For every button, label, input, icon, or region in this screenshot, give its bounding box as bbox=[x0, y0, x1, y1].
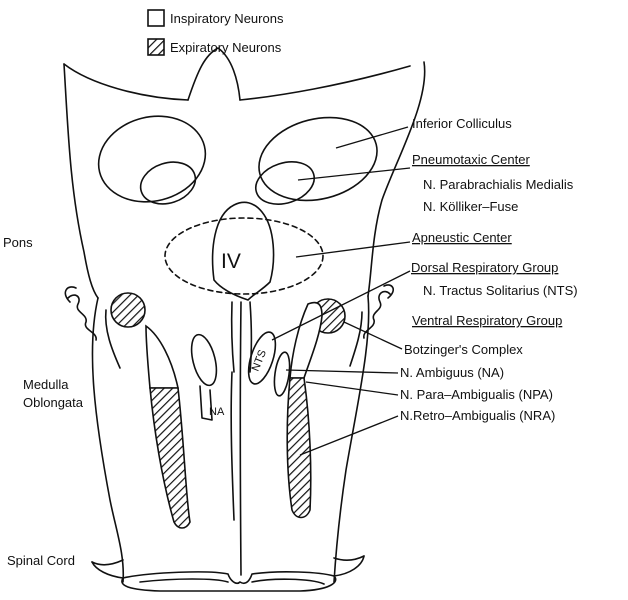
left-column-lower bbox=[150, 388, 190, 528]
left-na-oval bbox=[187, 332, 221, 388]
na-label: NA bbox=[209, 406, 225, 418]
right-pneumotaxic-oval bbox=[250, 155, 319, 212]
legend: Inspiratory Neurons Expiratory Neurons bbox=[148, 10, 284, 55]
label-ambiguus: N. Ambiguus (NA) bbox=[400, 365, 504, 380]
label-ventral-group: Ventral Respiratory Group bbox=[412, 313, 562, 328]
inferior-colliculus bbox=[89, 105, 385, 213]
label-oblongata: Oblongata bbox=[23, 395, 84, 410]
right-labels: Inferior Colliculus Pneumotaxic Center N… bbox=[400, 116, 578, 423]
label-inferior-colliculus: Inferior Colliculus bbox=[412, 116, 512, 131]
right-ventral-column bbox=[272, 299, 345, 518]
label-apneustic-center: Apneustic Center bbox=[412, 230, 512, 245]
legend-inspiratory: Inspiratory Neurons bbox=[170, 11, 284, 26]
left-column-upper bbox=[146, 326, 178, 388]
label-tractus-solitarius: N. Tractus Solitarius (NTS) bbox=[423, 283, 578, 298]
label-parabrachialis: N. Parabrachialis Medialis bbox=[423, 177, 574, 192]
right-colliculus-oval bbox=[250, 106, 386, 213]
label-dorsal-group: Dorsal Respiratory Group bbox=[411, 260, 558, 275]
label-botzinger: Botzinger's Complex bbox=[404, 342, 523, 357]
region-labels: Pons Medulla Oblongata Spinal Cord bbox=[3, 235, 84, 568]
label-medulla: Medulla bbox=[23, 377, 69, 392]
label-kolliker-fuse: N. Kölliker–Fuse bbox=[423, 199, 518, 214]
label-para-ambigualis: N. Para–Ambigualis (NPA) bbox=[400, 387, 553, 402]
legend-expiratory: Expiratory Neurons bbox=[170, 40, 282, 55]
label-retro-ambigualis: N.Retro–Ambigualis (NRA) bbox=[400, 408, 555, 423]
label-pneumotaxic-center: Pneumotaxic Center bbox=[412, 152, 530, 167]
expiratory-swatch bbox=[148, 39, 164, 55]
pneumotaxic-ovals bbox=[135, 155, 320, 212]
ventricle-label: IV bbox=[221, 250, 241, 273]
right-column-upper bbox=[290, 303, 322, 379]
inspiratory-swatch bbox=[148, 10, 164, 26]
label-pons: Pons bbox=[3, 235, 33, 250]
right-column-lower bbox=[287, 378, 311, 518]
left-ventral-column: NA bbox=[111, 293, 225, 528]
label-spinal-cord: Spinal Cord bbox=[7, 553, 75, 568]
left-colliculus-oval bbox=[89, 105, 214, 213]
left-botzinger-circle bbox=[111, 293, 145, 327]
